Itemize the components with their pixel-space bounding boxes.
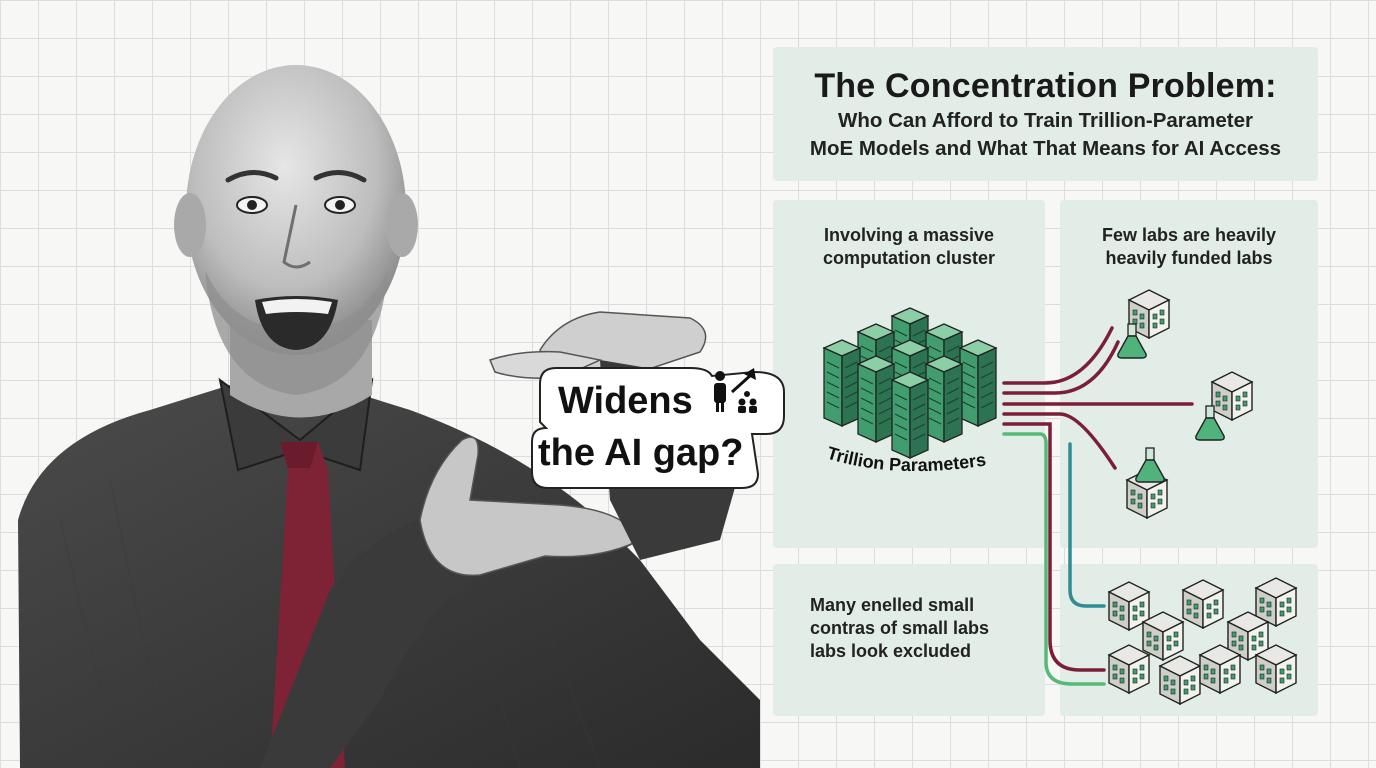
page-title: The Concentration Problem: — [814, 67, 1277, 105]
cluster-panel: Involving a massive computation cluster — [773, 200, 1045, 548]
small-labs-caption-line-3: labs look excluded — [810, 641, 972, 661]
presenter-photo — [18, 65, 760, 768]
small-labs-caption-line-1: Many enelled small — [810, 595, 975, 615]
subtitle-line-2: MoE Models and What That Means for AI Ac… — [809, 137, 1282, 160]
speech-bubble: Widens the AI gap? — [522, 362, 792, 492]
bubble-line-2: the AI gap? — [538, 432, 744, 474]
cluster-caption: Involving a massive computation cluster — [773, 224, 1045, 270]
cluster-caption-line-1: Involving a massive — [823, 225, 995, 245]
header-panel: The Concentration Problem: Who Can Affor… — [773, 47, 1318, 181]
funded-labs-caption-line-2: heavily funded labs — [1105, 248, 1273, 268]
small-labs-caption: Many enelled small contras of small labs… — [810, 594, 989, 663]
connection-pipes — [1002, 326, 1194, 686]
funded-lab-1-icon — [1117, 289, 1170, 359]
cluster-caption-line-2: computation cluster — [822, 248, 996, 268]
server-cluster — [823, 307, 997, 459]
funded-labs-caption: Few labs are heavily heavily funded labs — [1060, 224, 1318, 270]
bubble-line-1: Widens — [558, 380, 693, 422]
funded-lab-2-icon — [1195, 371, 1253, 441]
funded-labs-caption-line-1: Few labs are heavily — [1101, 225, 1277, 245]
small-labs-caption-panel: Many enelled small contras of small labs… — [773, 564, 1045, 716]
funded-lab-3-icon — [1126, 447, 1168, 519]
page-subtitle: Who Can Afford to Train Trillion-Paramet… — [773, 107, 1318, 163]
small-labs-caption-line-2: contras of small labs — [810, 618, 990, 638]
funded-labs-panel: Few labs are heavily heavily funded labs — [1060, 200, 1318, 548]
small-labs-icons — [1108, 577, 1297, 705]
subtitle-line-1: Who Can Afford to Train Trillion-Paramet… — [838, 109, 1253, 132]
person-growth-gap-icon — [714, 368, 757, 413]
